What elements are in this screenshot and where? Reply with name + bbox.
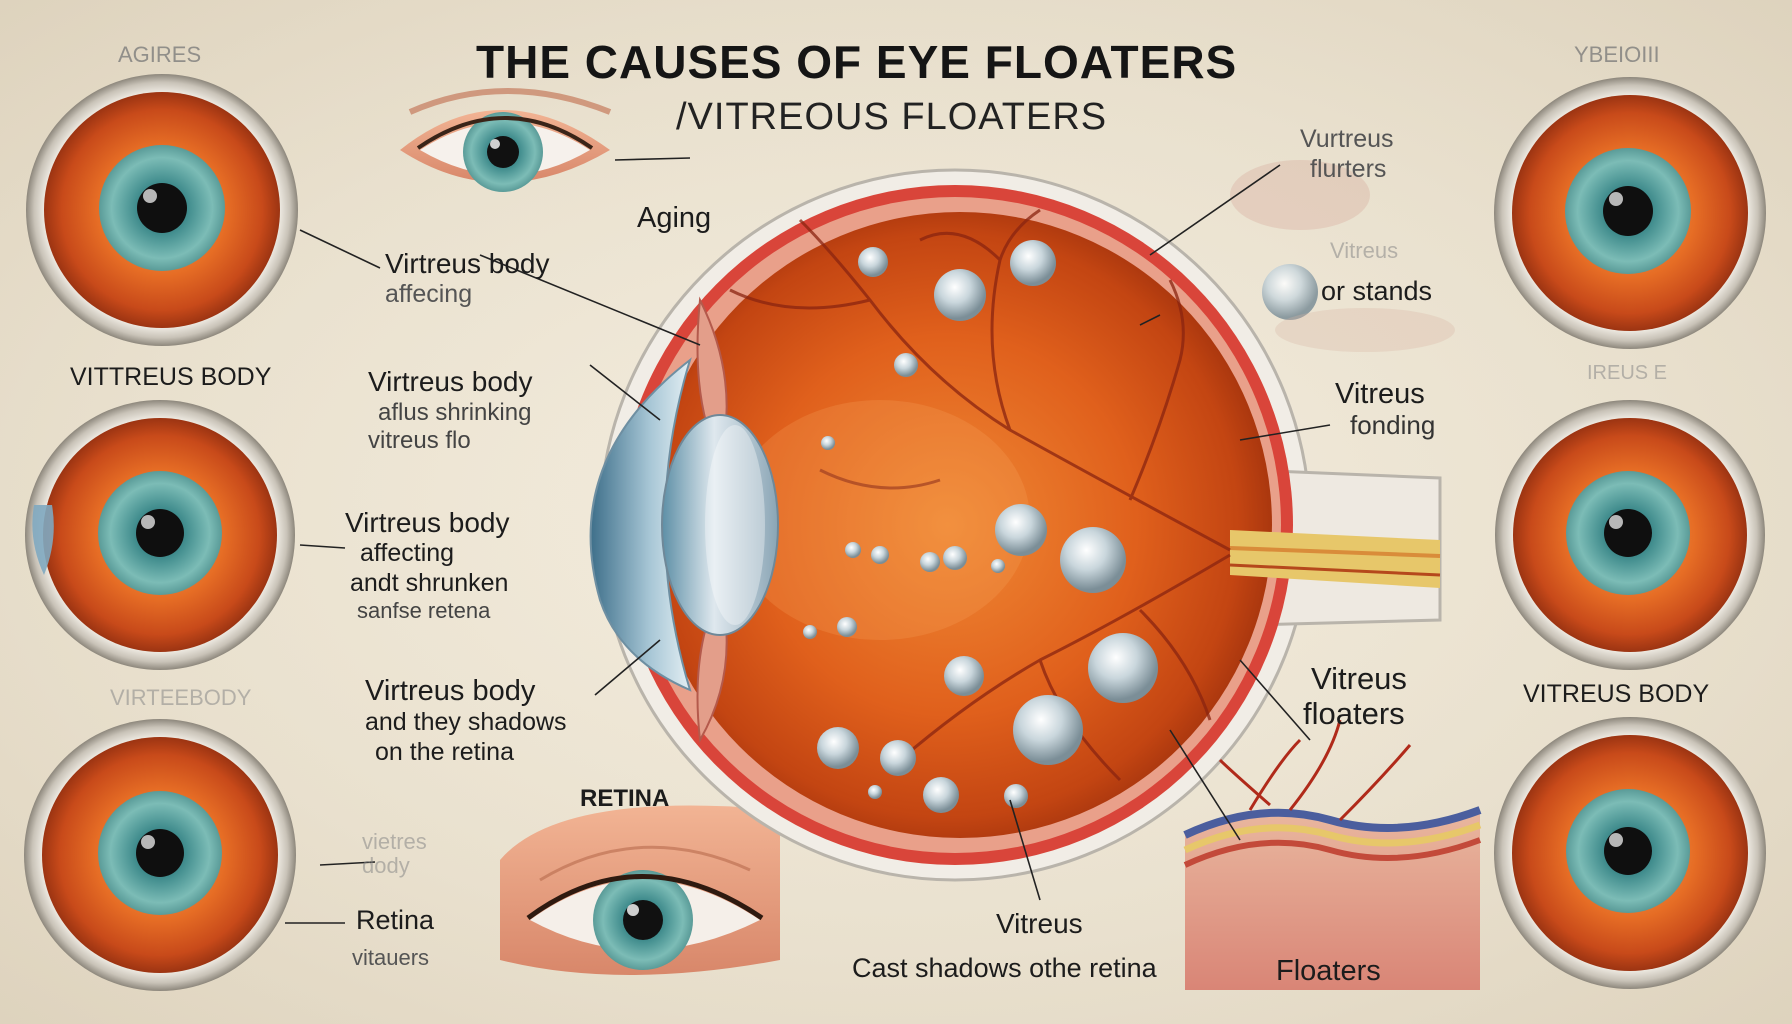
- label-or-stands: or stands: [1321, 276, 1433, 306]
- label-group-vb2: Virtreus body aflus shrinking vitreus fl…: [368, 365, 532, 456]
- label-group-vf1: Vurtreus flurters: [1300, 124, 1394, 184]
- eye-circle-icon-left-mid: [25, 400, 295, 670]
- label-vb3-line3: andt shrunken: [350, 568, 509, 597]
- label-group-vitreus-floaters: Vitreus floaters: [1303, 661, 1407, 731]
- label-vb4-line1: Virtreus body: [365, 675, 536, 707]
- eye-circle-icon-right-top: [1494, 77, 1766, 349]
- label-aging: Aging: [637, 202, 712, 234]
- eye-circle-icon-left-bottom: [24, 719, 296, 991]
- label-vb2-line3: vitreus flo: [368, 427, 471, 455]
- label-vfl-line1: Vitreus: [1311, 661, 1407, 696]
- eye-circle-icon-right-bottom: [1494, 717, 1766, 989]
- eye-closeup-icon-bottom: [500, 805, 780, 975]
- label-vb2-line1: Virtreus body: [368, 366, 533, 397]
- label-vb3-line4: sanfse retena: [357, 598, 491, 624]
- label-fonding-line2: fonding: [1350, 410, 1436, 441]
- floater-particle-icon: [803, 240, 1318, 813]
- label-vf1-line2: flurters: [1310, 155, 1387, 183]
- label-vb1-line2: affecing: [385, 280, 473, 309]
- label-cast-shadows: Cast shadows othe retina: [852, 953, 1157, 983]
- label-vitreus-body-left: VITTREUS BODY: [70, 363, 272, 391]
- eye-circle-icon-right-mid: [1495, 400, 1765, 670]
- label-vb2-line2: aflus shrinking: [378, 398, 532, 426]
- label-vb3-line2: affecting: [360, 539, 455, 568]
- leader-lines: [285, 157, 1331, 924]
- label-vitreus-body-right: VITREUS BODY: [1523, 680, 1710, 708]
- label-group-vb5: vietres dody: [362, 829, 427, 879]
- page-subtitle: /VITREOUS FLOATERS: [676, 96, 1108, 138]
- eye-circle-icon-left-top: [26, 74, 298, 346]
- label-retina: Retina: [356, 905, 435, 935]
- label-vb5-line1: vietres: [362, 829, 427, 854]
- corner-label-top-right: YBEIOIII: [1574, 42, 1660, 67]
- label-vfl-line2: floaters: [1303, 695, 1405, 731]
- label-virteebody-faded: VIRTEEBODY: [110, 685, 252, 710]
- label-group-vb3: Virtreus body affecting andt shrunken sa…: [345, 506, 509, 624]
- label-vitreus-faded: Vitreus: [1330, 238, 1399, 263]
- label-fonding-line1: Vitreus: [1335, 378, 1425, 410]
- label-group-vb4: Virtreus body and they shadows on the re…: [365, 674, 567, 767]
- label-group-fonding: Vitreus fonding: [1335, 378, 1435, 441]
- label-faded-right: IREUS E: [1587, 362, 1668, 384]
- eye-closeup-icon-top: [400, 88, 612, 192]
- label-vb1-line1: Virtreus body: [385, 248, 550, 279]
- label-vb3-line1: Virtreus body: [345, 507, 510, 538]
- page-title: THE CAUSES OF EYE FLOATERS: [476, 36, 1238, 88]
- label-vitauers: vitauers: [352, 945, 430, 970]
- label-vitreus-bottom: Vitreus: [996, 908, 1083, 939]
- label-group-vb1: Virtreus body affecing: [385, 248, 549, 309]
- label-retina-caps: RETINA: [580, 785, 670, 812]
- label-vf1-line1: Vurtreus: [1300, 125, 1394, 153]
- label-vb4-line2: and they shadows: [365, 708, 567, 737]
- corner-label-top-left: AGIRES: [118, 42, 202, 67]
- label-floaters-bottom: Floaters: [1276, 955, 1381, 987]
- retina-layer-icon: [1183, 719, 1482, 990]
- label-vb4-line3: on the retina: [375, 737, 514, 766]
- label-vb5-line2: dody: [362, 853, 410, 879]
